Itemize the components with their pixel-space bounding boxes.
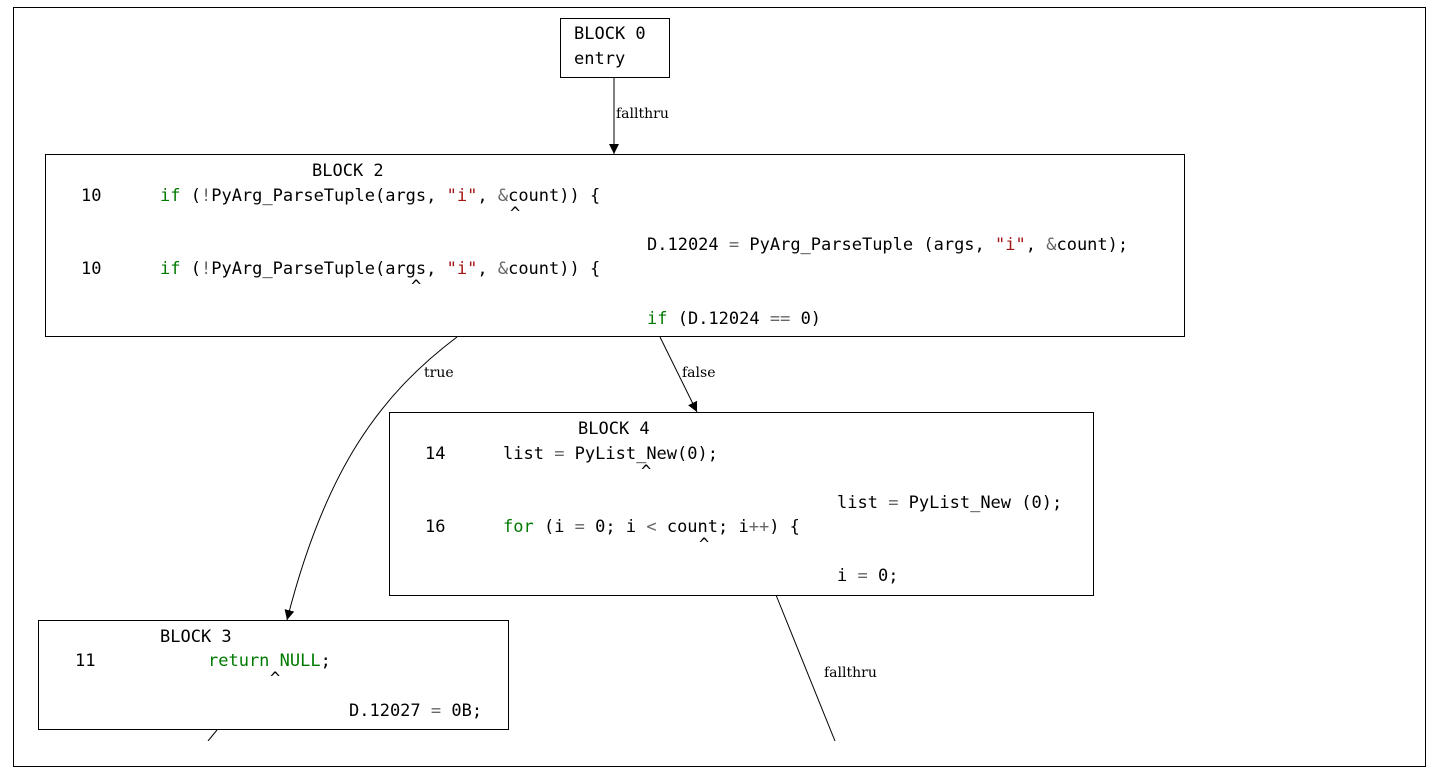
caret-marker: ^ <box>699 535 710 555</box>
edge-label-true: true <box>424 365 454 381</box>
gimple-line: D.12027 = 0B; <box>349 701 483 721</box>
block-3-title: BLOCK 3 <box>160 627 232 647</box>
block-0-node[interactable]: BLOCK 0 entry <box>560 18 670 78</box>
source-line: for (i = 0; i < count; i++) { <box>503 517 800 537</box>
block-2-node[interactable]: BLOCK 2 10 if (!PyArg_ParseTuple(args, "… <box>45 154 1185 337</box>
block-4-title: BLOCK 4 <box>578 419 650 439</box>
caret-marker: ^ <box>510 204 521 224</box>
gimple-line: i = 0; <box>837 566 899 586</box>
edge-block2-to-block3 <box>284 336 458 621</box>
edge-label-fallthru: fallthru <box>616 106 669 122</box>
caret-marker: ^ <box>641 462 652 482</box>
block-2-title: BLOCK 2 <box>312 161 384 181</box>
edge-label-false: false <box>682 365 716 381</box>
block-0-title: BLOCK 0 <box>574 24 646 44</box>
gimple-line: D.12024 = PyArg_ParseTuple (args, "i", &… <box>647 235 1129 255</box>
gimple-line: list = PyList_New (0); <box>837 493 1063 513</box>
source-line: if (!PyArg_ParseTuple(args, "i", &count)… <box>160 259 601 279</box>
line-number: 10 <box>81 259 102 279</box>
line-number: 11 <box>75 651 96 671</box>
block-3-node[interactable]: BLOCK 3 11 return NULL; ^ D.12027 = 0B; <box>38 620 509 730</box>
block-0-subtitle: entry <box>574 49 626 69</box>
line-number: 14 <box>425 444 446 464</box>
gimple-line: if (D.12024 == 0) <box>647 309 822 329</box>
edge-block4-to-next <box>775 594 836 741</box>
source-line: list = PyList_New(0); <box>503 444 718 464</box>
edge-block2-to-block4 <box>659 336 698 413</box>
edges-layer <box>207 78 836 741</box>
source-line: return NULL; <box>208 651 331 671</box>
edge-label-fallthru-2: fallthru <box>824 665 877 681</box>
line-number: 10 <box>81 186 102 206</box>
source-line: if (!PyArg_ParseTuple(args, "i", &count)… <box>160 186 601 206</box>
edge-block3-to-next <box>207 729 218 741</box>
caret-marker: ^ <box>270 669 281 689</box>
block-4-node[interactable]: BLOCK 4 14 list = PyList_New(0); ^ list … <box>389 412 1094 596</box>
line-number: 16 <box>425 517 446 537</box>
caret-marker: ^ <box>411 277 422 297</box>
